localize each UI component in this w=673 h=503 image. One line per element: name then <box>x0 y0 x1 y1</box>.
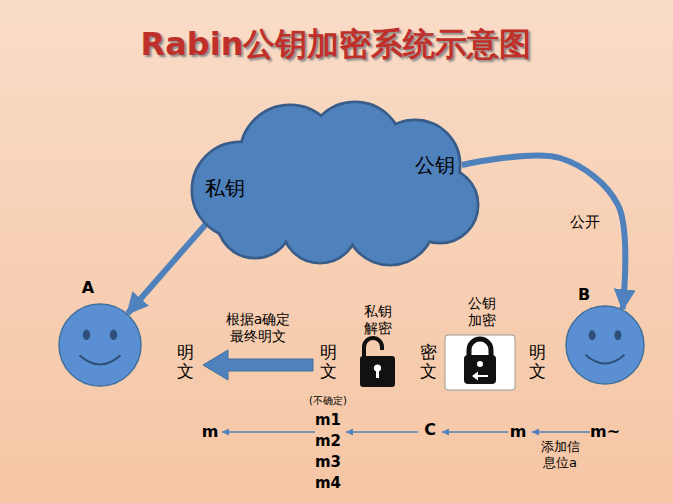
party-label: B <box>578 285 590 304</box>
edge-label: 公开 <box>568 213 602 231</box>
step-note: 根据a确定 最终明文 <box>226 311 291 345</box>
key-label: 私钥 <box>205 176 245 200</box>
plaintext-label: 明文 <box>177 343 194 380</box>
party-label: A <box>82 278 94 297</box>
symbol-label: m2 <box>315 432 341 450</box>
symbol-label: m3 <box>315 453 341 471</box>
symbol-label: C <box>424 420 436 439</box>
symbol-label: m~ <box>590 422 620 441</box>
flow-connector <box>462 155 625 309</box>
step-note: 公钥 加密 <box>468 295 496 329</box>
note-label: (不确定) <box>309 395 347 407</box>
user-face: B <box>565 305 645 385</box>
symbol-label: m1 <box>315 411 341 429</box>
key-cloud: 私钥 公钥 <box>170 95 480 265</box>
ciphertext-label: 密文 <box>420 343 437 380</box>
symbol-label: m4 <box>315 474 341 492</box>
symbol-label: m <box>202 422 219 441</box>
diagram-title: Rabin公钥加密系统示意图 <box>141 25 532 63</box>
face-shape <box>565 305 645 385</box>
open-lock-icon <box>360 338 395 387</box>
flow-connector <box>128 224 206 313</box>
flow-arrow <box>203 350 313 380</box>
closed-lock-icon <box>445 335 515 390</box>
symbol-label: m <box>510 422 527 441</box>
step-note: 私钥 解密 <box>364 303 392 337</box>
face-shape <box>58 303 142 387</box>
key-label: 公钥 <box>415 153 455 177</box>
flow-arrows <box>222 431 590 433</box>
user-face: A <box>58 303 142 387</box>
plaintext-label: 明文 <box>320 343 337 380</box>
plaintext-label: 明文 <box>529 343 546 380</box>
step-note: 添加信 息位a <box>541 439 580 470</box>
